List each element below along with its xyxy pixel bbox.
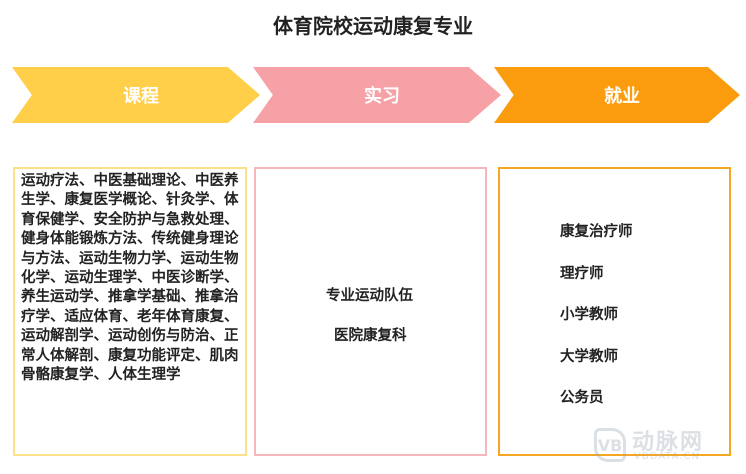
internship-box: 专业运动队伍 医院康复科 xyxy=(254,167,487,456)
courses-list-text: 运动疗法、中医基础理论、中医养生学、康复医学概论、针灸学、体育保健学、安全防护与… xyxy=(21,173,239,384)
stage-arrow-courses: 课程 xyxy=(12,67,260,123)
watermark-domain: VBDATA.CN xyxy=(634,451,700,462)
watermark-brand: 动脉网 xyxy=(632,430,705,455)
stage-arrow-employment: 就业 xyxy=(494,67,740,123)
employment-item: 大学教师 xyxy=(560,348,618,365)
employment-item: 小学教师 xyxy=(560,307,618,323)
internship-item: 专业运动队伍 xyxy=(326,288,413,304)
stage-label-employment: 就业 xyxy=(604,86,640,107)
diagram-title: 体育院校运动康复专业 xyxy=(273,14,473,38)
stage-label-internship: 实习 xyxy=(364,86,400,107)
employment-item: 康复治疗师 xyxy=(560,224,633,240)
employment-box: 康复治疗师 理疗师 小学教师 大学教师 公务员 xyxy=(498,167,731,456)
watermark: VB 动脉网 VBDATA.CN xyxy=(594,424,734,466)
internship-list: 专业运动队伍 医院康复科 xyxy=(326,286,413,366)
employment-list: 康复治疗师 理疗师 小学教师 大学教师 公务员 xyxy=(560,222,633,430)
courses-box: 运动疗法、中医基础理论、中医养生学、康复医学概论、针灸学、体育保健学、安全防护与… xyxy=(13,167,247,456)
internship-item: 医院康复科 xyxy=(334,328,407,344)
employment-item: 理疗师 xyxy=(560,265,604,282)
watermark-logo-icon: VB xyxy=(594,428,626,462)
stage-arrow-internship: 实习 xyxy=(253,67,501,123)
stage-label-courses: 课程 xyxy=(123,86,159,107)
employment-item: 公务员 xyxy=(560,390,604,406)
